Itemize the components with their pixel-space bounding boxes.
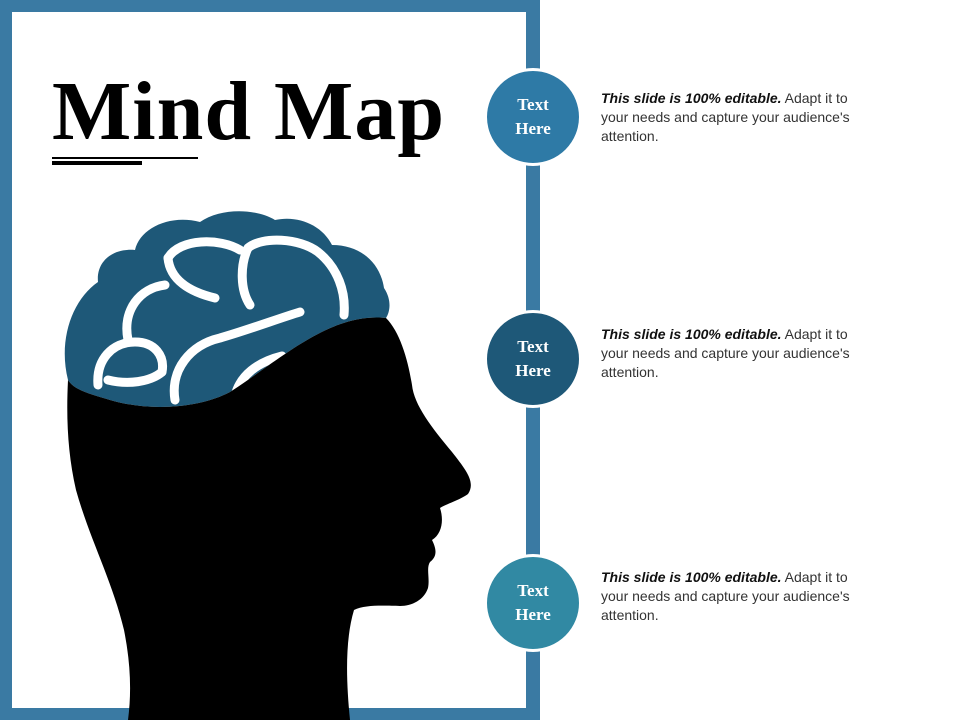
description-bold: This slide is 100% editable.	[601, 569, 782, 585]
description-text: Adapt it to your needs and capture your …	[601, 326, 850, 380]
title-underline-thick	[52, 161, 142, 165]
description-text: Adapt it to your needs and capture your …	[601, 569, 850, 623]
node-label-line2: Here	[515, 361, 551, 380]
head-brain-illustration	[64, 211, 471, 720]
node-label-line2: Here	[515, 119, 551, 138]
description-text: Adapt it to your needs and capture your …	[601, 90, 850, 144]
description-1: This slide is 100% editable. Adapt it to…	[601, 89, 871, 146]
description-bold: This slide is 100% editable.	[601, 326, 782, 342]
node-label-line2: Here	[515, 605, 551, 624]
brain-folds-icon	[93, 235, 349, 405]
description-2: This slide is 100% editable. Adapt it to…	[601, 325, 871, 382]
head-silhouette-icon	[67, 317, 471, 720]
page-title: Mind Map	[52, 65, 446, 158]
node-label-line1: Text	[517, 337, 549, 356]
brain-icon	[64, 211, 390, 407]
description-bold: This slide is 100% editable.	[601, 90, 782, 106]
node-label-line1: Text	[517, 581, 549, 600]
title-underline-thin	[52, 157, 198, 159]
node-label-line1: Text	[517, 95, 549, 114]
description-3: This slide is 100% editable. Adapt it to…	[601, 568, 871, 625]
